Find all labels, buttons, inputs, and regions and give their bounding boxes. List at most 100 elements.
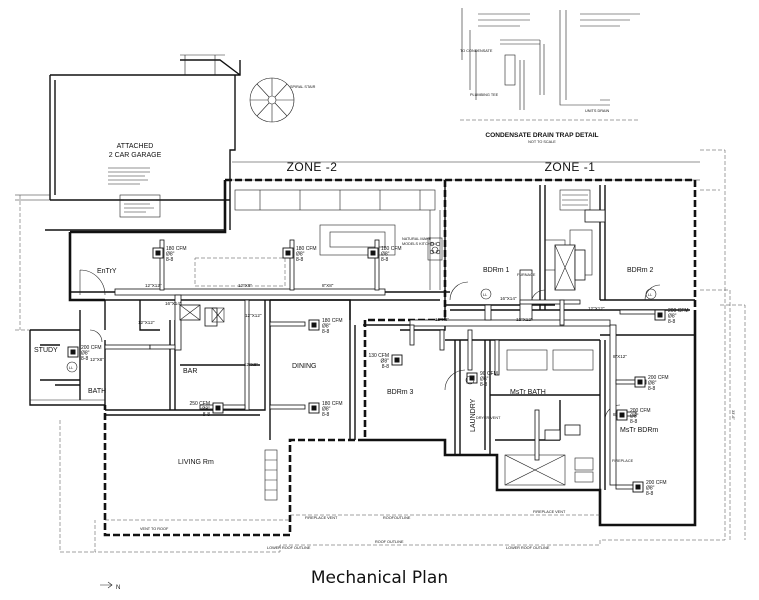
diffuser-label: 200 CFM bbox=[81, 345, 102, 351]
diffuser-label: 130 CFM bbox=[368, 353, 389, 359]
garage-label-1: ATTACHED bbox=[117, 143, 154, 150]
svg-text:LL: LL bbox=[483, 293, 487, 297]
diffuser-label: Ø8" bbox=[668, 314, 677, 320]
plan-notes: FIREPLACE VENT FIREPLACE VENT ROOFOUTLIN… bbox=[140, 410, 735, 550]
diffuser-label: Ø8" bbox=[381, 359, 390, 365]
duct-size: 12"X8" bbox=[238, 283, 252, 288]
diffuser-label: 90 CFM bbox=[480, 371, 498, 377]
garage-area: SPIRAL STAIR ATTACHED 2 CAR GARAGE bbox=[15, 54, 316, 231]
duct-size: 12"X8" bbox=[244, 362, 258, 367]
room-master-bdrm: MsTr BDRm bbox=[620, 427, 658, 434]
detail-subtitle: NOT TO SCALE bbox=[528, 140, 556, 144]
duct-size: 12"X12" bbox=[516, 317, 533, 322]
duct-size: 16"X14" bbox=[500, 296, 517, 301]
diffuser-label: Ø8" bbox=[166, 252, 175, 258]
diffuser-label: 8-8 bbox=[81, 356, 88, 362]
diffuser-label: 8-8 bbox=[480, 382, 487, 388]
diffuser-label: Ø8" bbox=[296, 252, 305, 258]
svg-text:12"X8": 12"X8" bbox=[435, 317, 449, 322]
svg-text:NATURAL MAKE: NATURAL MAKE bbox=[402, 237, 432, 241]
diffuser-label: 180 CFM bbox=[322, 318, 343, 324]
roofline-note: ROOFOUTLINE bbox=[383, 516, 411, 520]
diffuser-label: 180 CFM bbox=[296, 246, 317, 252]
furnace-label: FURNACE bbox=[517, 273, 536, 277]
diffuser-label: 200 CFM bbox=[668, 308, 689, 314]
diffuser-label: 180 CFM bbox=[166, 246, 187, 252]
north-label: N bbox=[116, 585, 120, 591]
diffuser-label: 8-8 bbox=[381, 257, 388, 263]
duct-size: 12"X8" bbox=[90, 357, 104, 362]
diffuser-label: 8-8 bbox=[668, 319, 675, 325]
room-bdrm-3: BDRm 3 bbox=[387, 389, 414, 396]
return-grilles: LL LL LL bbox=[66, 246, 657, 385]
duct-size: 12"X12" bbox=[138, 320, 155, 325]
diffuser-label: 8-8 bbox=[648, 386, 655, 392]
diffuser-label: Ø8" bbox=[322, 324, 331, 330]
room-bdrm-2: BDRm 2 bbox=[627, 267, 654, 274]
room-laundry: LAUNDRY bbox=[470, 398, 477, 432]
duct-size-labels: 12"X12" 12"X8" 8"X8" 16"X14" 12"X12" 12"… bbox=[90, 283, 627, 417]
svg-text:UNITS DRAIN: UNITS DRAIN bbox=[585, 109, 610, 113]
diffuser-label: Ø8" bbox=[646, 486, 655, 492]
svg-text:LL: LL bbox=[648, 293, 652, 297]
svg-text:PLUMBING TEE: PLUMBING TEE bbox=[470, 93, 499, 97]
duct-size: 8"X8" bbox=[322, 283, 334, 288]
room-dining: DINING bbox=[292, 363, 317, 370]
diffuser-label: 8-8 bbox=[322, 329, 329, 335]
svg-text:LL: LL bbox=[69, 366, 73, 370]
room-labels: EnTrY STUDY BATH BAR DINING LIVING Rm BD… bbox=[34, 267, 658, 466]
condensate-detail: TO CONDENSATE PLUMBING TEE UNITS DRAIN C… bbox=[460, 8, 640, 144]
duct-size: 12"X12" bbox=[145, 283, 162, 288]
svg-text:MODELS KITCHEN: MODELS KITCHEN bbox=[402, 242, 436, 246]
room-entry: EnTrY bbox=[97, 268, 117, 275]
zone-1-label: ZONE -1 bbox=[545, 160, 596, 174]
diffuser-label: 8-8 bbox=[296, 257, 303, 263]
diffuser-label: 8-8 bbox=[382, 364, 389, 370]
room-bath: BATH bbox=[88, 388, 106, 395]
fireplace-note: FIREPLACE bbox=[612, 459, 634, 463]
diffuser-label: Ø8" bbox=[81, 351, 90, 357]
plan-title: Mechanical Plan bbox=[310, 568, 449, 588]
zone-2-label: ZONE -2 bbox=[287, 160, 338, 174]
diffuser-label: 8-8 bbox=[322, 412, 329, 418]
svg-text:TO CONDENSATE: TO CONDENSATE bbox=[460, 49, 493, 53]
spiral-stair-label: SPIRAL STAIR bbox=[290, 85, 316, 89]
diffuser-label: 8-8 bbox=[203, 412, 210, 418]
diffuser-label: Ø8" bbox=[202, 407, 211, 413]
diffuser-label: 8-8 bbox=[646, 491, 653, 497]
room-bar: BAR bbox=[183, 368, 197, 375]
diffuser-label: Ø8" bbox=[648, 381, 657, 387]
diffuser-label: 200 CFM bbox=[630, 408, 651, 414]
garage-label-2: 2 CAR GARAGE bbox=[109, 152, 162, 159]
duct-size: 8"X12" bbox=[613, 354, 627, 359]
dryer-vent-note: DRYER VENT bbox=[476, 416, 501, 420]
svg-text:12"X12": 12"X12" bbox=[588, 306, 605, 311]
detail-title: CONDENSATE DRAIN TRAP DETAIL bbox=[485, 132, 598, 139]
diffuser-label: 250 CFM bbox=[189, 401, 210, 407]
fireplace-vent-note: FIREPLACE VENT bbox=[533, 510, 566, 514]
room-master-bath: MsTr BATH bbox=[510, 389, 546, 396]
lower-roof-note: LOWER ROOF OUTLINE bbox=[267, 546, 311, 550]
duct-runs bbox=[104, 209, 661, 490]
house-walls: NATURAL MAKE MODELS KITCHEN bbox=[15, 149, 746, 589]
room-study: STUDY bbox=[34, 347, 58, 354]
fireplace-vent-note: FIREPLACE VENT bbox=[305, 516, 338, 520]
diffuser-label: 8-8 bbox=[630, 419, 637, 425]
duct-size: 16"X14" bbox=[165, 301, 182, 306]
svg-text:VENT TO ROOF: VENT TO ROOF bbox=[140, 527, 169, 531]
roofline-note: ROOF OUTLINE bbox=[375, 540, 404, 544]
diffuser-label: 8-8 bbox=[166, 257, 173, 263]
